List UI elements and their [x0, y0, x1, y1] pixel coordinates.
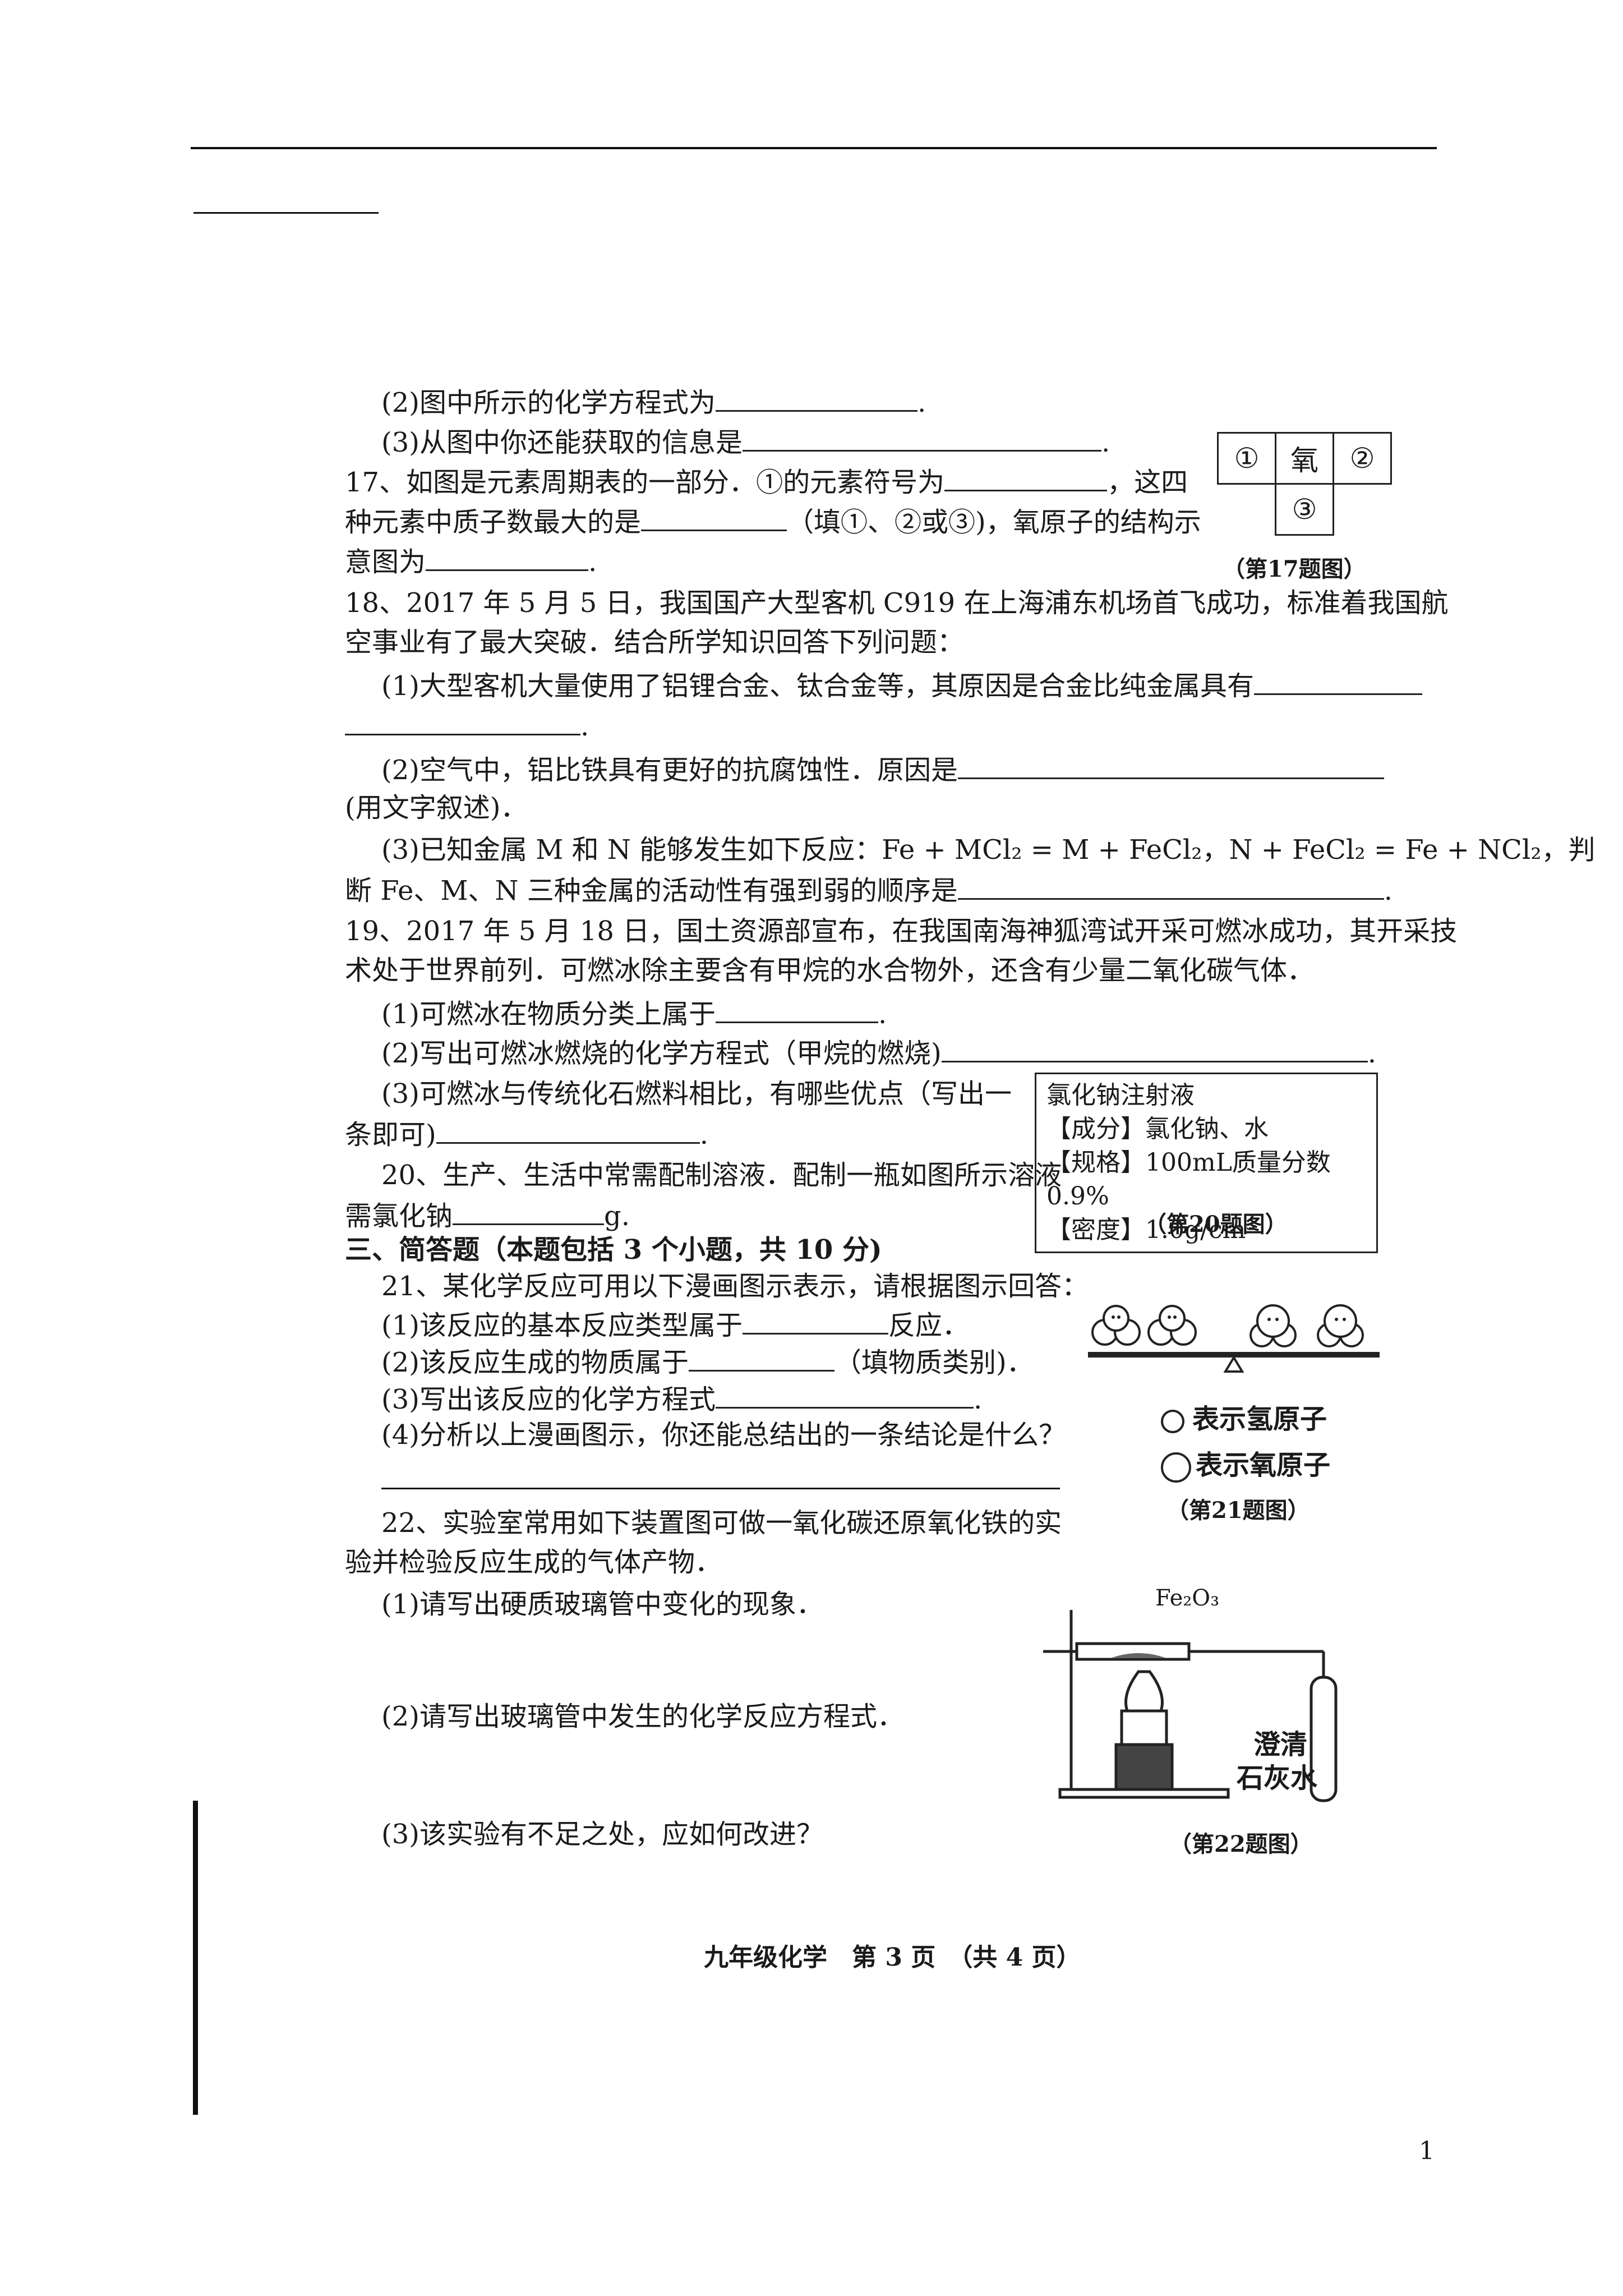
q19-part2: (2)写出可燃冰燃烧的化学方程式（甲烷的燃烧). [381, 1035, 1376, 1070]
q22-line1: 22、实验室常用如下装置图可做一氧化碳还原氧化铁的实 [381, 1507, 1062, 1539]
q22-caption: （第22题图） [1169, 1831, 1313, 1857]
legend-oxygen: 表示氧原子 [1161, 1448, 1330, 1483]
q22-part1: (1)请写出硬质玻璃管中变化的现象． [381, 1589, 823, 1620]
q22-part3: (3)该实验有不足之处，应如何改进？ [381, 1819, 823, 1850]
q21-answer-line [381, 1488, 1060, 1489]
q20-line1: 20、生产、生活中常需配制溶液．配制一瓶如图所示溶液 [381, 1159, 1062, 1191]
fe2o3-label: Fe₂O₃ [1155, 1585, 1220, 1611]
q18-part1: (1)大型客机大量使用了铝锂合金、钛合金等，其原因是合金比纯金属具有 [381, 668, 1422, 703]
saline-label-density: 【密度】1.0g/cm³ [1046, 1216, 1256, 1244]
saline-label-spec: 【规格】100mL质量分数0.9% [1046, 1148, 1331, 1211]
co-reduction-apparatus [1043, 1610, 1338, 1802]
top-rule [191, 147, 1437, 149]
q17-caption: （第17题图） [1223, 556, 1366, 582]
saline-label-title: 氯化钠注射液 [1046, 1081, 1195, 1110]
q17-line2: 种元素中质子数最大的是（填①、②或③)，氧原子的结构示 [345, 504, 1201, 539]
q16-part3: (3)从图中你还能获取的信息是. [381, 424, 1110, 459]
q19-line1: 19、2017 年 5 月 18 日，国土资源部宣布，在我国南海神狐湾试开采可燃… [345, 915, 1458, 947]
section3-heading: 三、简答题（本题包括 3 个小题，共 10 分) [345, 1234, 882, 1266]
q21-part1: (1)该反应的基本反应类型属于反应． [381, 1307, 969, 1342]
q21-line1: 21、某化学反应可用以下漫画图示表示，请根据图示回答： [381, 1271, 1089, 1302]
cell-3: ③ [1275, 483, 1334, 536]
q19-line2: 术处于世界前列．可燃冰除主要含有甲烷的水合物外，还含有少量二氧化碳气体． [345, 955, 1315, 986]
q21-part2: (2)该反应生成的物质属于（填物质类别)． [381, 1344, 1034, 1379]
page-footer: 九年级化学 第 3 页 （共 4 页） [704, 1943, 1081, 1972]
q19-part1: (1)可燃冰在物质分类上属于. [381, 996, 887, 1031]
legend-hydrogen: 表示氢原子 [1161, 1402, 1327, 1436]
oxygen-atom-icon [1161, 1452, 1191, 1483]
q17-line3: 意图为. [345, 544, 597, 579]
limewater-label-2: 石灰水 [1237, 1763, 1318, 1794]
limewater-label-1: 澄清 [1253, 1729, 1308, 1760]
page-number: 1 [1419, 2137, 1435, 2165]
q18-part2b: (用文字叙述)． [345, 792, 528, 823]
seesaw-cartoon [1088, 1304, 1380, 1373]
q19-part3: (3)可燃冰与传统化石燃料相比，有哪些优点（写出一 [381, 1078, 1012, 1110]
q18-part3: (3)已知金属 M 和 N 能够发生如下反应：Fe + MCl₂ = M + F… [381, 834, 1596, 866]
cell-1: ① [1217, 432, 1276, 485]
saline-label-ingredients: 【成分】氯化钠、水 [1046, 1115, 1269, 1143]
q21-caption: （第21题图） [1166, 1497, 1310, 1524]
q18-part3b: 断 Fe、M、N 三种金属的活动性有强到弱的顺序是. [345, 872, 1393, 908]
q21-part4: (4)分析以上漫画图示，你还能总结出的一条结论是什么？ [381, 1419, 1066, 1451]
periodic-table-fragment: ① 氧 ② ③ [1217, 432, 1392, 536]
q16-part2: (2)图中所示的化学方程式为. [381, 384, 926, 420]
top-dash-rule [193, 212, 379, 214]
q20-caption: （第20题图） [1144, 1211, 1288, 1237]
q18-line2: 空事业有了最大突破．结合所学知识回答下列问题： [345, 627, 965, 658]
saline-label: 氯化钠注射液 【成分】氯化钠、水 【规格】100mL质量分数0.9% 【密度】1… [1035, 1073, 1378, 1253]
left-margin-bar [193, 1801, 198, 2115]
q17-line1: 17、如图是元素周期表的一部分．①的元素符号为，这四 [345, 464, 1188, 499]
q21-part3: (3)写出该反应的化学方程式. [381, 1381, 982, 1416]
cell-2: ② [1332, 432, 1392, 485]
q19-part3b: 条即可). [345, 1116, 708, 1152]
q18-line1: 18、2017 年 5 月 5 日，我国国产大型客机 C919 在上海浦东机场首… [345, 587, 1449, 619]
q18-part1-blank: . [345, 708, 589, 743]
q22-line2: 验并检验反应生成的气体产物． [345, 1547, 722, 1578]
q18-part2: (2)空气中，铝比铁具有更好的抗腐蚀性．原因是 [381, 752, 1384, 787]
q22-part2: (2)请写出玻璃管中发生的化学反应方程式． [381, 1701, 904, 1732]
cell-oxygen: 氧 [1275, 432, 1334, 485]
hydrogen-atom-icon [1161, 1409, 1184, 1433]
